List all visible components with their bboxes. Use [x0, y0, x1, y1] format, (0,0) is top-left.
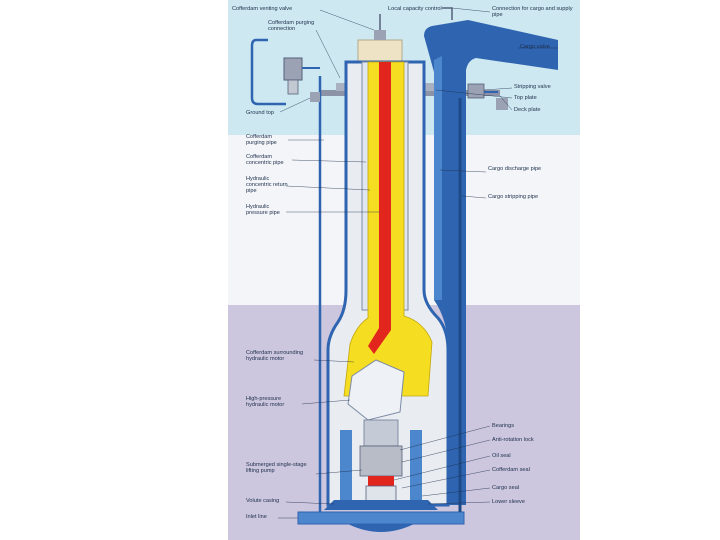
label-cargo-valve: Cargo valve — [520, 44, 576, 50]
bearing-stack — [360, 446, 402, 476]
ground-top-fitting — [310, 92, 320, 102]
capacity-control-box — [358, 40, 402, 62]
inlet-line — [298, 512, 464, 524]
stripping-valve — [468, 84, 484, 98]
label-stripping-valve: Stripping valve — [514, 84, 574, 90]
label-top-plate: Top plate — [514, 95, 574, 101]
label-cofferdam-purging-connection: Cofferdam purging connection — [268, 20, 318, 32]
oil-seal — [368, 476, 394, 486]
label-high-pressure-motor: High-pressure hydraulic motor — [246, 396, 304, 408]
label-volute-casing: Volute casing — [246, 498, 286, 504]
label-ground-top: Ground top — [246, 110, 286, 116]
label-cofferdam-seal: Cofferdam seal — [492, 467, 574, 473]
pump-cross-section — [228, 0, 580, 540]
lower-sleeve — [324, 500, 438, 510]
venting-valve — [374, 30, 386, 40]
label-lifting-pump: Submerged single-stage lifting pump — [246, 462, 312, 474]
label-cofferdam-purging-pipe: Cofferdam purging pipe — [246, 134, 292, 146]
label-hydraulic-return-pipe: Hydraulic concentric return pipe — [246, 176, 292, 194]
label-cargo-seal: Cargo seal — [492, 485, 574, 491]
label-cofferdam-venting-valve: Cofferdam venting valve — [232, 6, 314, 12]
cargo-discharge-pipe-highlight — [434, 56, 442, 300]
label-cofferdam-surrounding-motor: Cofferdam surrounding hydraulic motor — [246, 350, 312, 362]
label-cofferdam-concentric-pipe: Cofferdam concentric pipe — [246, 154, 292, 166]
label-deck-plate: Deck plate — [514, 107, 574, 113]
label-cargo-stripping-pipe: Cargo stripping pipe — [488, 194, 574, 200]
label-cargo-discharge-pipe: Cargo discharge pipe — [488, 166, 574, 172]
label-lower-sleeve: Lower sleeve — [492, 499, 574, 505]
purging-valve-handle — [288, 80, 298, 94]
deck-right-fitting — [496, 98, 508, 110]
label-local-capacity-control: Local capacity control — [388, 6, 468, 12]
diagram-figure: Cofferdam venting valve Cofferdam purgin… — [228, 0, 580, 540]
label-connection-cargo-supply: Connection for cargo and supply pipe — [492, 6, 576, 18]
label-oil-seal: Oil seal — [492, 453, 574, 459]
purging-valve-body — [284, 58, 302, 80]
label-hydraulic-pressure-pipe: Hydraulic pressure pipe — [246, 204, 292, 216]
label-bearings: Bearings — [492, 423, 574, 429]
label-inlet-line: Inlet line — [246, 514, 282, 520]
motor-shaft-housing — [364, 420, 398, 446]
label-anti-rotation-lock: Anti-rotation lock — [492, 437, 574, 443]
